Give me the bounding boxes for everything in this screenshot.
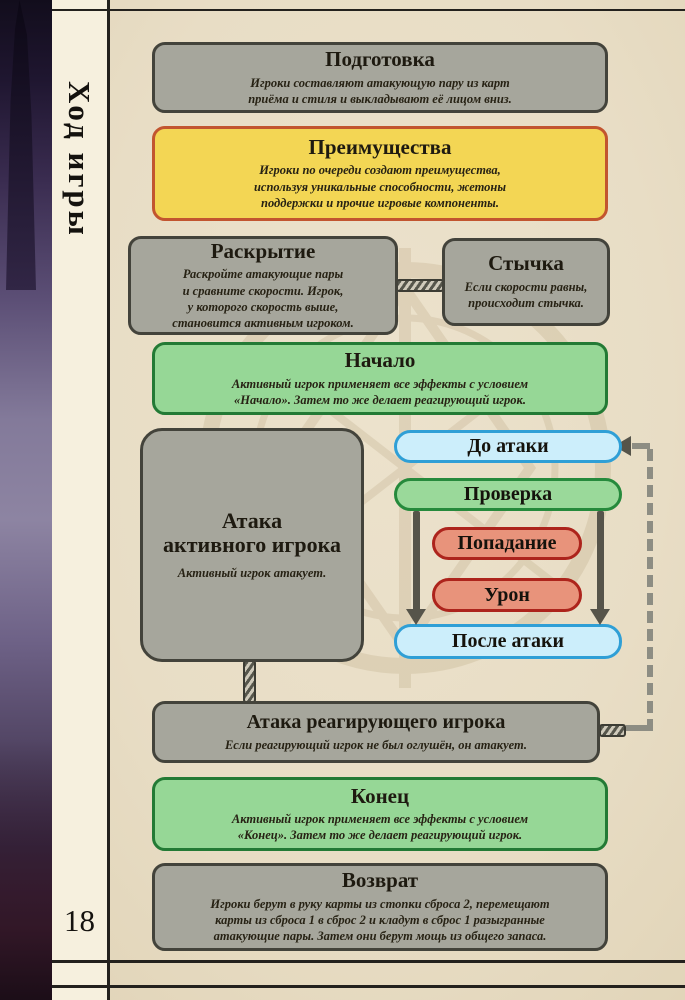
substep-label: Проверка <box>463 483 553 505</box>
arrow-right-down <box>597 511 604 611</box>
arrow-left-down-head-icon <box>406 609 426 625</box>
page-number: 18 <box>64 903 95 938</box>
substep-label: Урон <box>484 583 530 606</box>
step-body: Активный игрок применяет все эффекты с у… <box>231 812 529 843</box>
castle-spire-silhouette <box>6 0 36 290</box>
flow-substep-damage: Урон <box>432 578 582 612</box>
step-title: Раскрытие <box>210 238 316 263</box>
flow-step-skirmish: Стычка Если скорости равны, происходит с… <box>442 238 610 326</box>
flow-step-preparation: Подготовка Игроки составляют атакующую п… <box>152 42 608 113</box>
step-title: Стычка <box>488 251 564 276</box>
step-body: Игроки по очереди создают преимущества, … <box>253 163 507 210</box>
flow-substep-after-attack: После атаки <box>394 624 622 659</box>
step-title: Начало <box>344 348 416 372</box>
loop-dashed-line-bottom <box>626 725 647 731</box>
arrow-left-down <box>413 511 420 611</box>
step-body: Если скорости равны, происходит стычка. <box>464 280 588 311</box>
step-title: Преимущества <box>308 134 452 159</box>
page-rule-top <box>52 9 685 11</box>
artwork-shadow <box>0 740 52 1000</box>
flow-step-beginning: Начало Активный игрок применяет все эффе… <box>152 342 608 415</box>
substep-label: Попадание <box>457 532 557 554</box>
step-title: Атака реагирующего игрока <box>246 711 506 734</box>
flow-step-return: Возврат Игроки берут в руку карты из сто… <box>152 863 608 951</box>
substep-label: После атаки <box>451 630 565 652</box>
step-body: Игроки берут в руку карты из стопки сбро… <box>210 896 550 944</box>
step-body: Игроки составляют атакующую пару из карт… <box>248 75 512 106</box>
step-body: Активный игрок применяет все эффекты с у… <box>231 376 529 407</box>
step-title: Конец <box>350 783 410 808</box>
loop-dashed-line-vertical <box>647 449 653 731</box>
substep-label: До атаки <box>467 435 549 457</box>
flow-substep-hit: Попадание <box>432 527 582 560</box>
step-title: Атака активного игрока <box>163 507 341 558</box>
flow-substep-check: Проверка <box>394 478 622 511</box>
flow-step-active-player-attack: Атака активного игрока Активный игрок ат… <box>140 428 364 662</box>
page-rule-bottom-1 <box>52 960 685 963</box>
chapter-title-text: Ход игры <box>62 80 97 238</box>
step-body: Активный игрок атакует. <box>177 566 327 580</box>
flow-step-reveal: Раскрытие Раскройте атакующие пары и сра… <box>128 236 398 335</box>
connector-reveal-skirmish <box>396 279 444 292</box>
step-body: Раскройте атакующие пары и сравните скор… <box>172 267 354 331</box>
flow-substep-before-attack: До атаки <box>394 430 622 463</box>
flow-step-advantages: Преимущества Игроки по очереди создают п… <box>152 126 608 221</box>
step-title: Подготовка <box>325 47 435 71</box>
connector-reacting-loop <box>599 724 626 737</box>
page-rule-bottom-2 <box>52 985 685 988</box>
loop-dashed-line-top <box>632 443 650 449</box>
connector-attack-reacting <box>243 660 256 703</box>
margin-artwork <box>0 0 52 1000</box>
step-title: Возврат <box>341 868 419 893</box>
flow-step-reacting-player-attack: Атака реагирующего игрока Если реагирующ… <box>152 701 600 763</box>
flow-step-end: Конец Активный игрок применяет все эффек… <box>152 777 608 851</box>
page-rule-vertical <box>107 0 110 1000</box>
step-body: Если реагирующий игрок не был оглушён, о… <box>224 737 528 752</box>
margin-column <box>52 0 107 1000</box>
chapter-title-vertical: Ход игры <box>50 44 108 274</box>
arrow-right-down-head-icon <box>590 609 610 625</box>
